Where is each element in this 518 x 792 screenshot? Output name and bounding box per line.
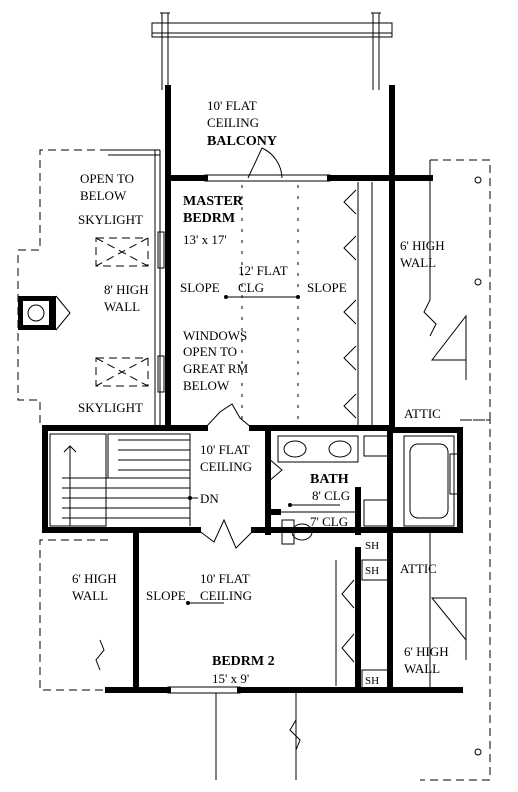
balcony-ceiling-line2: CEILING xyxy=(207,115,259,130)
left-lower-area xyxy=(39,539,108,691)
balcony-walls xyxy=(165,85,395,181)
hall-ceiling-line2: CEILING xyxy=(200,459,252,474)
chimney xyxy=(18,295,71,331)
open-to-below-line2: BELOW xyxy=(80,188,127,203)
master-bedroom-ceiling-line1: 12' FLAT xyxy=(238,263,288,278)
master-bedroom-slope-right: SLOPE xyxy=(307,280,347,295)
bath-shelf-label: SH xyxy=(365,540,379,552)
skylight-bottom xyxy=(95,357,149,387)
master-door xyxy=(204,403,253,429)
wc-ceiling-label: 7' CLG xyxy=(310,514,348,529)
right-upper-attic-label: ATTIC xyxy=(404,406,441,421)
lower-walls xyxy=(42,527,463,694)
bedroom2-slope-label: SLOPE xyxy=(146,588,186,603)
balcony-ceiling-line1: 10' FLAT xyxy=(207,98,257,113)
right-upper-wall-height-line1: 6' HIGH xyxy=(400,238,445,253)
right-upper-area xyxy=(423,159,491,421)
bedroom2-ceiling-line2: CEILING xyxy=(200,588,252,603)
master-bedroom-windows-line1: WINDOWS xyxy=(183,328,247,343)
stairs xyxy=(42,425,198,531)
left-lower-wall-height-line2: WALL xyxy=(72,588,108,603)
right-upper-wall-height-line2: WALL xyxy=(400,255,436,270)
right-lower-wall-height-line1: 6' HIGH xyxy=(404,644,449,659)
master-bedroom-slope-left: SLOPE xyxy=(180,280,220,295)
right-lower-wall-height-line2: WALL xyxy=(404,661,440,676)
bedroom2-ceiling-line1: 10' FLAT xyxy=(200,571,250,586)
middle-wall xyxy=(42,425,463,433)
master-bedroom-windows-line2: OPEN TO xyxy=(183,344,237,359)
left-wall-height-line1: 8' HIGH xyxy=(104,282,149,297)
hall-ceiling-line1: 10' FLAT xyxy=(200,442,250,457)
master-bedroom-title-line1: MASTER xyxy=(183,194,244,209)
bath-title: BATH xyxy=(310,472,349,487)
right-lower-area xyxy=(420,419,491,781)
stair-down-label: DN xyxy=(200,491,219,506)
bedroom2-dimensions: 15' x 9' xyxy=(212,671,249,686)
master-bedroom-windows-line4: BELOW xyxy=(183,378,230,393)
skylight-top-label: SKYLIGHT xyxy=(78,212,143,227)
master-closet-doors xyxy=(343,189,357,419)
master-bedroom-title-line2: BEDRM xyxy=(183,211,235,226)
bedroom2-title: BEDRM 2 xyxy=(212,654,275,669)
skylight-bottom-label: SKYLIGHT xyxy=(78,400,143,415)
bedroom2-shelf-bottom-label: SH xyxy=(365,675,379,687)
bedroom2-slope-dot xyxy=(186,601,190,605)
master-bedroom-windows-line3: GREAT RM xyxy=(183,361,249,376)
hall-door xyxy=(267,457,340,507)
right-lower-attic-label: ATTIC xyxy=(400,561,437,576)
ceiling-arrow xyxy=(224,185,300,420)
left-lower-wall-height-line1: 6' HIGH xyxy=(72,571,117,586)
master-bedroom-ceiling-line2: CLG xyxy=(238,280,264,295)
bottom-porch xyxy=(215,693,301,780)
bath-ceiling-label: 8' CLG xyxy=(312,488,350,503)
balcony-pergola xyxy=(151,12,393,90)
open-to-below-line1: OPEN TO xyxy=(80,171,134,186)
balcony-title: BALCONY xyxy=(207,134,277,149)
bedroom2-shelf-top-label: SH xyxy=(365,565,379,577)
balcony-door xyxy=(247,147,283,179)
master-bedroom-walls xyxy=(165,174,433,433)
bath-walls xyxy=(265,425,463,545)
master-bedroom-dimensions: 13' x 17' xyxy=(183,232,227,247)
bedroom2-door xyxy=(197,518,255,549)
skylight-top xyxy=(95,237,149,267)
open-to-below-area xyxy=(17,149,165,428)
left-wall-height-line2: WALL xyxy=(104,299,140,314)
